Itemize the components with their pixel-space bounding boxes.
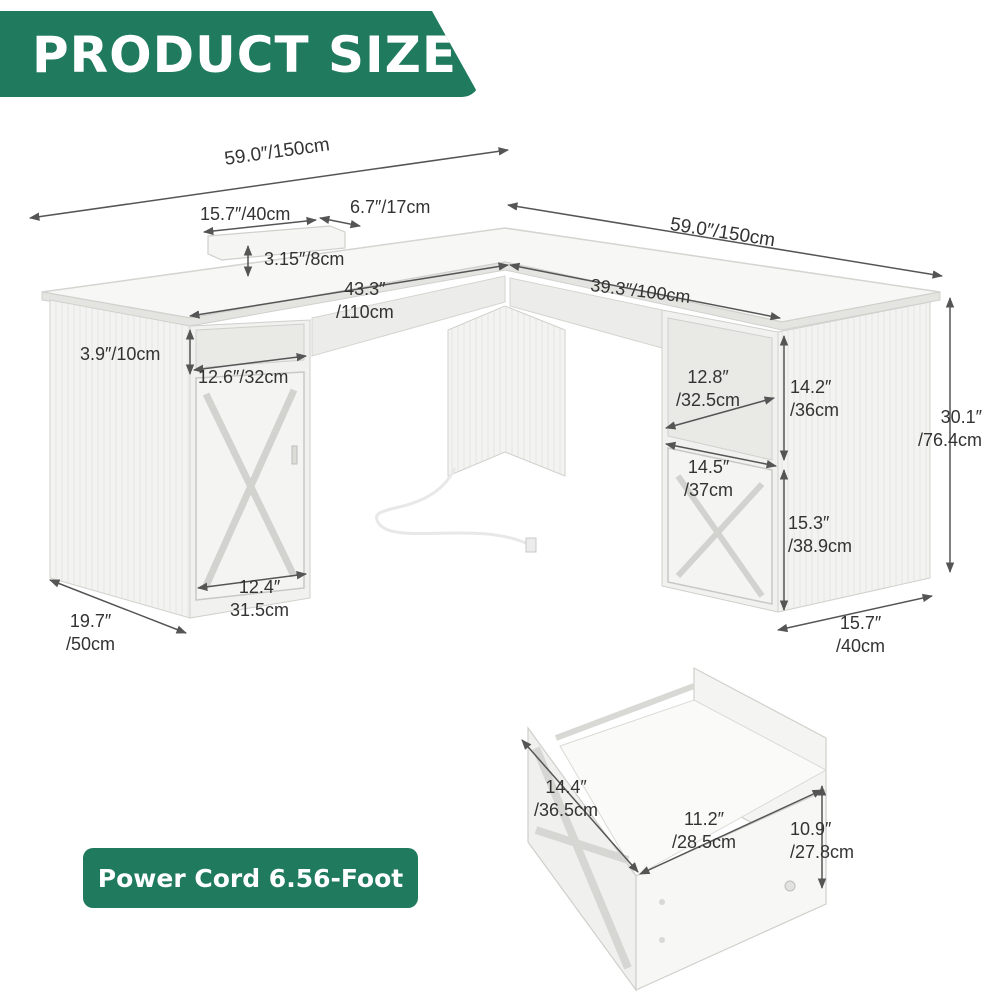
label-line: /27.8cm (790, 841, 855, 862)
label-drawer-cabinet-height: 15.3″ /38.9cm (788, 512, 852, 557)
label-line: /36cm (790, 399, 840, 420)
drawer-screw (659, 899, 665, 905)
dim-line-drawer-inner-width (639, 789, 823, 875)
label-line: 12.8″ (687, 367, 729, 387)
label-line: 12.4″ (238, 577, 281, 597)
right-pedestal-side (777, 301, 931, 613)
label-drawer-inner-height: 10.9″ /27.8cm (790, 818, 854, 863)
label-line: 14.2″ (790, 377, 832, 397)
dim-line-depth-right (776, 593, 934, 633)
label-depth-right: 15.7″ /40cm (836, 612, 885, 657)
label-line: 10.9″ (790, 819, 832, 839)
label-line: 19.7″ (69, 611, 112, 631)
label-riser-width: 15.7″/40cm (200, 204, 291, 224)
label-drawer-cabinet-width: 14.5″ /37cm (684, 456, 733, 501)
dim-line-riser-width (202, 216, 318, 236)
dim-line-depth-left (49, 579, 187, 634)
label-line: 14.4″ (545, 777, 587, 797)
label-line: /28.5cm (672, 831, 737, 852)
door-handle (291, 445, 298, 465)
label-riser-gap: 6.7″/17cm (350, 197, 431, 217)
drawer-screw (659, 937, 665, 943)
dim-line-drawer-cabinet-width (664, 441, 778, 469)
label-line: 15.3″ (788, 513, 830, 533)
label-line: /40cm (836, 635, 886, 656)
label-drawer-depth: 14.4″ /36.5cm (534, 776, 598, 821)
label-shelf-width-left: 12.6″/32cm (198, 367, 289, 387)
dim-line-shelf-width-left (192, 353, 308, 373)
center-leg (447, 305, 566, 477)
dim-line-shelf-width-right (664, 396, 776, 430)
left-open-shelf (195, 323, 305, 369)
power-plug (525, 537, 537, 553)
label-shelf-height-right: 14.2″ /36cm (790, 376, 839, 421)
right-drawer-x-brace (675, 474, 765, 598)
label-door-width: 12.4″ 31.5cm (230, 576, 289, 621)
dim-line-door-width (196, 571, 308, 591)
label-line: 14.5″ (687, 457, 730, 477)
label-line: 43.3″ (344, 279, 386, 299)
power-cord-label: Power Cord 6.56-Foot (97, 863, 404, 893)
dim-line-knee-left (188, 262, 510, 319)
left-door-x-brace (202, 388, 298, 588)
drawer-rail (554, 683, 696, 741)
label-line: 11.2″ (683, 809, 725, 829)
dimension-lines (28, 147, 955, 890)
dim-line-riser-gap (318, 215, 362, 229)
label-line: /76.4cm (918, 429, 983, 450)
header-banner: PRODUCT SIZE (0, 11, 480, 97)
desktop-surface (41, 227, 941, 323)
label-depth-left: 19.7″ /50cm (66, 610, 115, 655)
dim-line-overall-right (506, 202, 944, 279)
label-line: /32.5cm (676, 389, 741, 410)
power-cord (375, 467, 531, 547)
label-line: 30.1″ (940, 407, 983, 427)
label-line: /36.5cm (534, 799, 599, 820)
label-shelf-width-right: 12.8″ /32.5cm (676, 366, 740, 411)
label-line: 31.5cm (230, 599, 290, 620)
page-title: PRODUCT SIZE (32, 26, 457, 84)
label-line: /37cm (684, 479, 734, 500)
power-cord-badge: Power Cord 6.56-Foot (83, 848, 418, 908)
label-shelf-height-left: 3.9″/10cm (80, 344, 161, 364)
dim-line-overall-left (28, 147, 510, 221)
label-line: /38.9cm (788, 535, 853, 556)
label-knee-width-left: 43.3″ /110cm (336, 278, 394, 323)
label-desk-height: 30.1″ /76.4cm (918, 406, 982, 451)
label-riser-height: 3.15″/8cm (264, 249, 345, 269)
label-line: /110cm (336, 301, 394, 322)
drawer-knob (784, 880, 796, 892)
label-line: /50cm (66, 633, 116, 654)
l-shaped-desk (41, 225, 941, 619)
label-drawer-inner-width: 11.2″ /28.5cm (672, 808, 736, 853)
dim-line-drawer-depth (521, 739, 639, 873)
label-line: 15.7″ (839, 613, 882, 633)
dim-line-knee-right (508, 262, 782, 321)
